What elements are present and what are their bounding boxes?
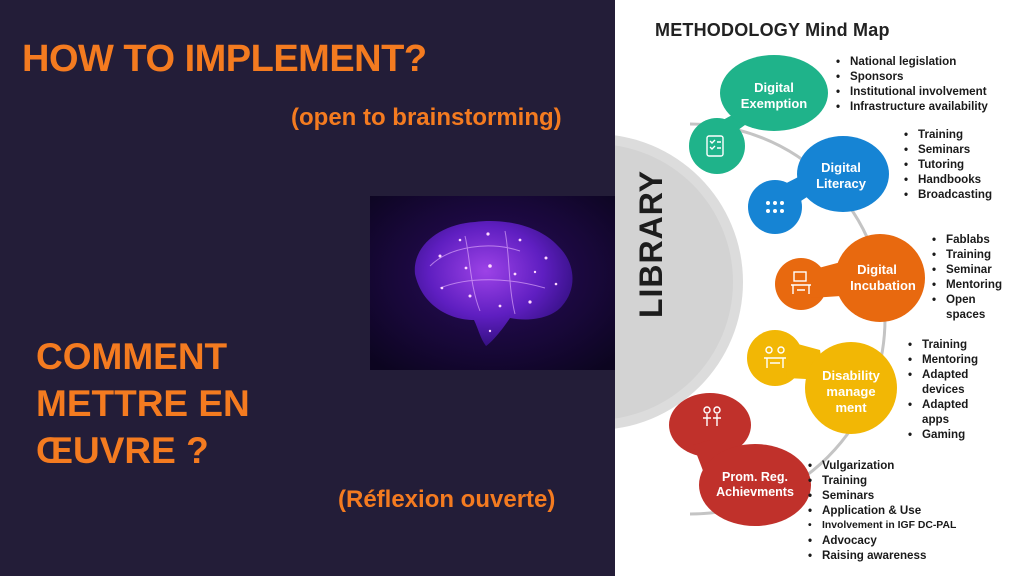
list-item: devices <box>922 383 965 396</box>
list-item: Fablabs <box>932 232 1002 247</box>
list-item: Infrastructure availability <box>836 99 988 114</box>
list-digital-exemption: National legislation Sponsors Institutio… <box>836 54 988 114</box>
node-disability-management-line-3: ment <box>835 400 867 415</box>
list-item: Raising awareness <box>808 548 956 563</box>
node-prom-reg-achievements: Prom. Reg. Achievments <box>669 393 811 526</box>
list-item: Involvement in IGF DC-PAL <box>808 518 956 533</box>
node-digital-incubation: Digital Incubation <box>775 234 925 322</box>
list-item: Open <box>932 292 1002 307</box>
list-digital-literacy: Training Seminars Tutoring Handbooks Bro… <box>904 127 992 202</box>
node-digital-incubation-line-1: Digital <box>857 262 897 277</box>
node-disability-management: Disability manage ment <box>747 330 897 434</box>
mind-map-title: METHODOLOGY Mind Map <box>655 20 890 40</box>
library-label: LIBRARY <box>633 169 669 318</box>
node-digital-literacy: Digital Literacy <box>748 136 889 234</box>
node-disability-management-line-1: Disability <box>822 368 881 383</box>
heading-english: HOW TO IMPLEMENT? <box>22 38 427 80</box>
node-prom-reg-line-1: Prom. Reg. <box>722 470 788 484</box>
node-disability-management-line-2: manage <box>826 384 875 399</box>
list-item: Training <box>932 247 1002 262</box>
node-digital-exemption: Digital Exemption <box>689 55 828 174</box>
list-item: Adapted <box>908 397 978 412</box>
list-item: Seminars <box>808 488 956 503</box>
heading-french-line-2: METTRE EN <box>36 383 250 424</box>
list-item: Training <box>908 337 978 352</box>
list-item: National legislation <box>836 54 988 69</box>
list-item: Handbooks <box>904 172 992 187</box>
mind-map-panel: Digital Exemption Digital Literacy Dig <box>615 0 1024 576</box>
subtitle-english: (open to brainstorming) <box>291 104 562 131</box>
list-item: Tutoring <box>904 157 992 172</box>
list-disability-management: Training Mentoring Adapted devices Adapt… <box>908 337 978 442</box>
people-network-icon <box>766 201 784 213</box>
heading-french-line-3: ŒUVRE ? <box>36 430 209 471</box>
brain-image <box>370 196 616 370</box>
list-item: Training <box>808 473 956 488</box>
list-item: spaces <box>946 308 986 321</box>
list-item: Mentoring <box>932 277 1002 292</box>
list-item: Application & Use <box>808 503 956 518</box>
list-item: Seminars <box>904 142 992 157</box>
node-digital-literacy-line-2: Literacy <box>816 176 867 191</box>
list-item: Gaming <box>908 427 978 442</box>
list-item: Sponsors <box>836 69 988 84</box>
list-item: Institutional involvement <box>836 84 988 99</box>
node-digital-exemption-line-1: Digital <box>754 80 794 95</box>
node-digital-incubation-line-2: Incubation <box>850 278 916 293</box>
desk-icon <box>791 271 811 294</box>
mind-map-graphic: Digital Exemption Digital Literacy Dig <box>615 55 925 526</box>
list-digital-incubation: Fablabs Training Seminar Mentoring Open … <box>932 232 1002 322</box>
meeting-icon <box>764 346 786 368</box>
list-item: Advocacy <box>808 533 956 548</box>
list-prom-reg-achievements: Vulgarization Training Seminars Applicat… <box>808 458 956 563</box>
checklist-icon <box>706 135 724 157</box>
heading-french: COMMENT METTRE EN ŒUVRE ? <box>36 333 250 474</box>
node-digital-exemption-line-2: Exemption <box>741 96 808 111</box>
list-item: Seminar <box>932 262 1002 277</box>
subtitle-french: (Réflexion ouverte) <box>338 486 556 513</box>
heading-french-line-1: COMMENT <box>36 336 228 377</box>
list-item: apps <box>922 413 950 426</box>
list-item: Adapted <box>908 367 978 382</box>
list-item: Training <box>904 127 992 142</box>
presenter-icon <box>703 406 721 426</box>
list-item: Vulgarization <box>808 458 956 473</box>
node-digital-literacy-line-1: Digital <box>821 160 861 175</box>
node-prom-reg-line-2: Achievments <box>716 485 794 499</box>
list-item: Mentoring <box>908 352 978 367</box>
left-panel: HOW TO IMPLEMENT? (open to brainstorming… <box>0 0 616 576</box>
list-item: Broadcasting <box>904 187 992 202</box>
